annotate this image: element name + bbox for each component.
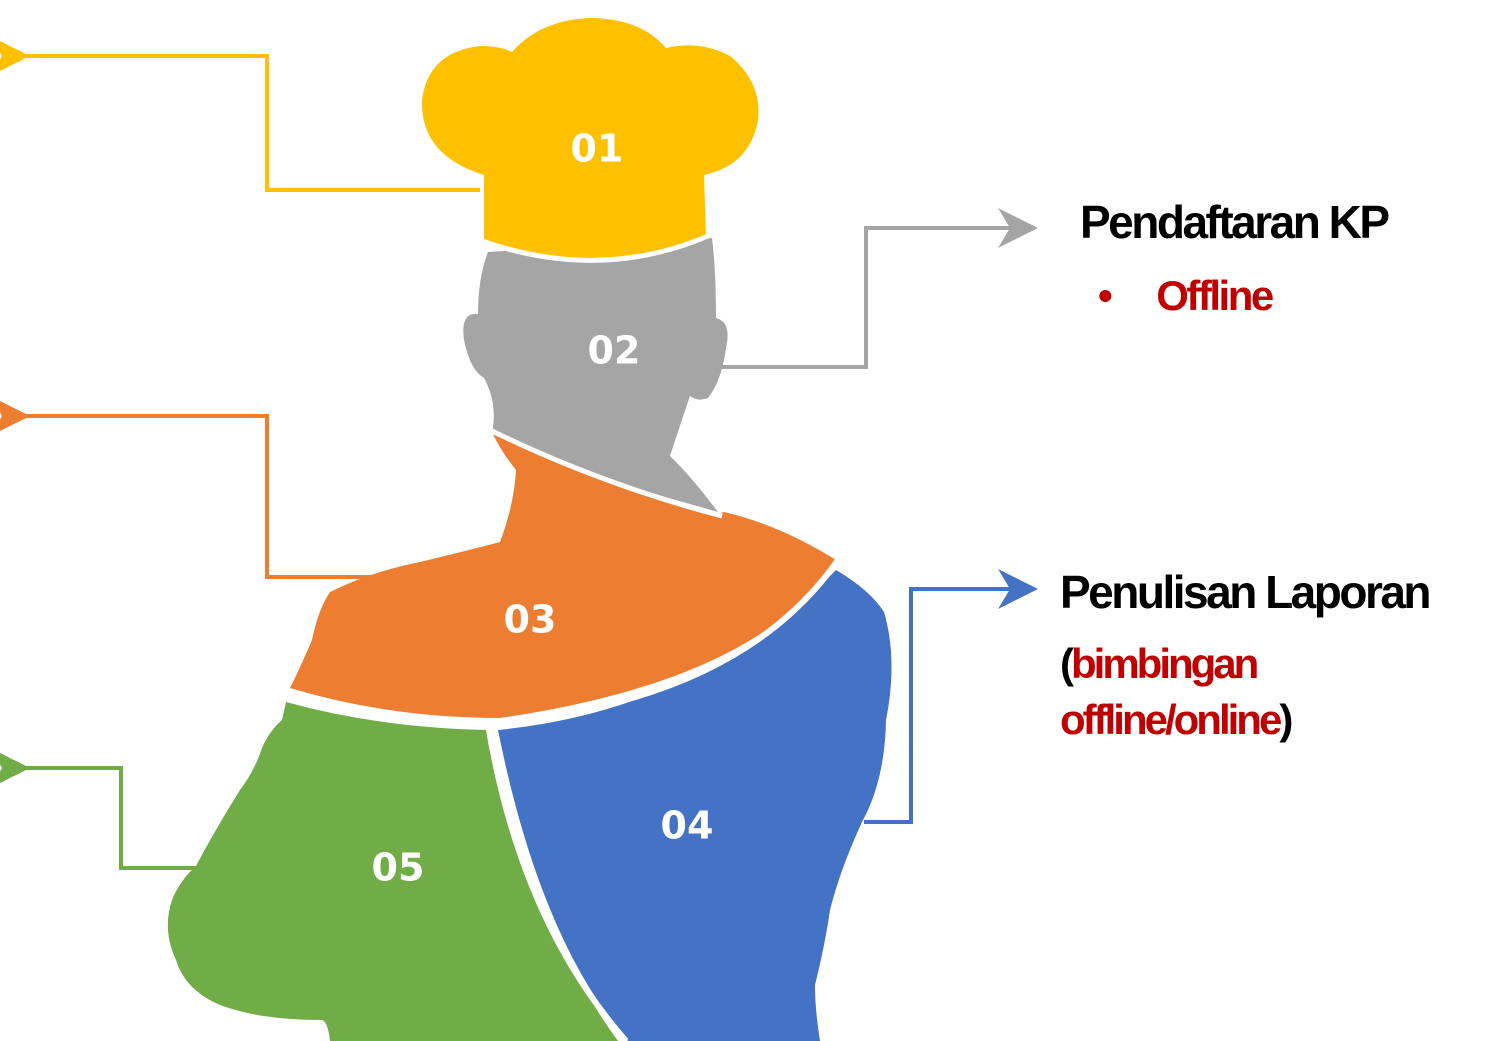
step-04-detail-line2: offline/online (1060, 696, 1282, 743)
step-04-detail-line1: bimbingan (1071, 640, 1259, 687)
step-02-detail: Offline (1156, 272, 1274, 319)
segment-01-number: 01 (571, 127, 624, 171)
open-paren: ( (1060, 640, 1074, 687)
separator-left-right (485, 723, 629, 1041)
connector-05-arrow (0, 748, 196, 870)
separator-hat-head (481, 233, 709, 263)
segment-02-head (463, 238, 728, 512)
step-04-title: Penulisan Laporan (1060, 566, 1432, 618)
connector-04-arrow (864, 569, 1038, 824)
segment-03-number: 03 (504, 598, 557, 642)
segment-04-number: 04 (661, 804, 714, 848)
separator-shoulders-back (283, 558, 841, 726)
connector-02-arrow (722, 208, 1038, 369)
close-paren: ) (1279, 696, 1293, 743)
step-02-title: Pendaftaran KP (1080, 196, 1390, 248)
segment-03-shoulders (290, 432, 836, 718)
segment-02-number: 02 (588, 329, 641, 373)
segment-01-chef-hat (421, 18, 759, 260)
step-02-detail-row: • Offline (1098, 272, 1274, 320)
segment-04-back-right (498, 570, 892, 1041)
connector-01-arrow (0, 36, 480, 192)
segment-05-number: 05 (372, 846, 425, 890)
connector-03-arrow (0, 396, 380, 579)
bullet-icon: • (1098, 272, 1113, 319)
segment-05-back-left (167, 702, 619, 1041)
step-04-detail: (bimbingan offline/online) (1060, 636, 1293, 748)
separator-head-shoulders (488, 427, 723, 519)
